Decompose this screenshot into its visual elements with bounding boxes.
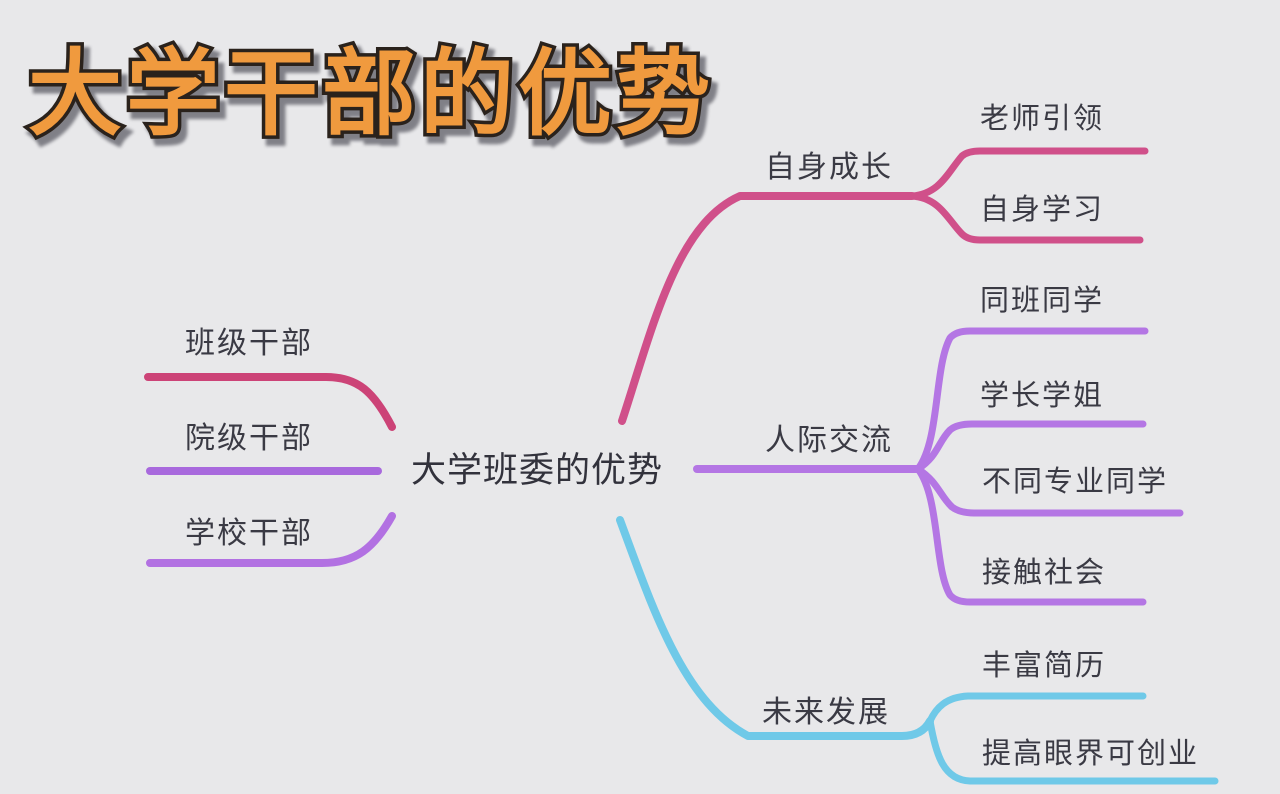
branch-line-future-development	[616, 516, 934, 740]
branch-node-self-growth[interactable]: 自身成长	[765, 151, 893, 184]
center-node[interactable]: 大学班委的优势	[411, 451, 664, 490]
child-node-classmates[interactable]: 同班同学	[980, 285, 1105, 317]
child-node-teacher-guidance[interactable]: 老师引领	[980, 103, 1105, 135]
child-node-seniors[interactable]: 学长学姐	[980, 380, 1105, 412]
branch-line-vision-startup	[926, 717, 1219, 785]
branch-node-future-development[interactable]: 未来发展	[762, 696, 890, 729]
branch-line-other-major-students	[914, 465, 1184, 517]
branch-line-seniors	[914, 420, 1147, 473]
branch-line-school-cadre	[146, 512, 396, 567]
title-layer: 大学干部的优势 大学干部的优势	[25, 38, 720, 157]
page-title-shadow: 大学干部的优势	[33, 47, 719, 152]
left-node-college-cadre[interactable]: 院级干部	[185, 422, 313, 455]
branch-line-classmates	[914, 327, 1149, 473]
branch-node-interpersonal[interactable]: 人际交流	[765, 424, 893, 457]
child-node-social-contact[interactable]: 接触社会	[982, 557, 1107, 589]
branch-line-rich-resume	[926, 692, 1147, 725]
branch-line-self-study	[908, 192, 1144, 244]
child-node-other-major-students[interactable]: 不同专业同学	[982, 466, 1169, 498]
branch-line-self-growth	[618, 192, 916, 425]
page-title: 大学干部的优势	[28, 41, 714, 146]
child-node-rich-resume[interactable]: 丰富简历	[982, 650, 1107, 682]
left-node-school-cadre[interactable]: 学校干部	[185, 517, 313, 550]
branch-line-class-cadre	[144, 373, 396, 431]
child-node-vision-startup[interactable]: 提高眼界可创业	[982, 738, 1200, 770]
branch-line-teacher-guidance	[908, 147, 1149, 200]
left-node-class-cadre[interactable]: 班级干部	[185, 327, 313, 360]
child-node-self-study[interactable]: 自身学习	[980, 194, 1105, 226]
branch-line-social-contact	[914, 465, 1147, 606]
